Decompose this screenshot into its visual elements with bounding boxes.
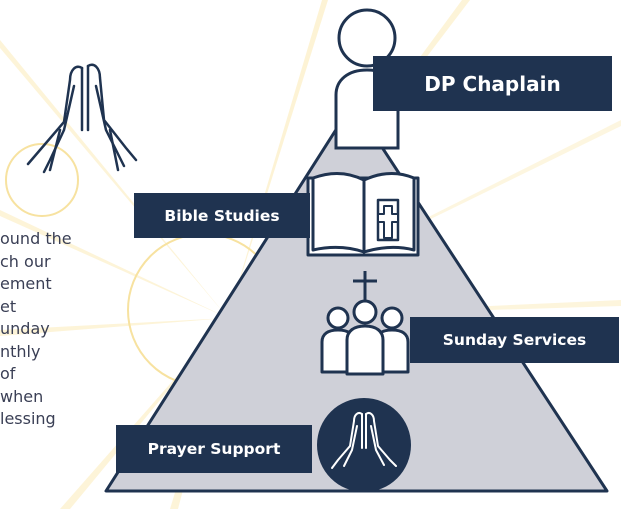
side-text-line: unday bbox=[0, 319, 50, 338]
side-text-line: et bbox=[0, 296, 17, 316]
praying-hands-icon bbox=[26, 63, 138, 174]
bible-studies-label: Bible Studies bbox=[134, 193, 310, 238]
side-paragraph: ound the ch our ement et unday nthly of … bbox=[0, 228, 120, 431]
dp-chaplain-label: DP Chaplain bbox=[373, 56, 612, 111]
sunday-services-label: Sunday Services bbox=[410, 317, 619, 363]
side-text-line: nthly bbox=[0, 341, 41, 361]
side-text-line: ch our bbox=[0, 251, 51, 271]
bible-icon bbox=[306, 172, 420, 257]
congregation-icon bbox=[320, 271, 410, 376]
prayer-support-label: Prayer Support bbox=[116, 425, 312, 473]
prayer-hands-badge-icon bbox=[317, 398, 411, 492]
side-text-line: when bbox=[0, 386, 44, 406]
decorative-ring-small bbox=[5, 143, 79, 217]
side-text-line: of bbox=[0, 364, 16, 383]
side-text-line: lessing bbox=[0, 409, 56, 428]
side-text-line: ound the bbox=[0, 229, 72, 248]
side-text-line: ement bbox=[0, 274, 52, 293]
